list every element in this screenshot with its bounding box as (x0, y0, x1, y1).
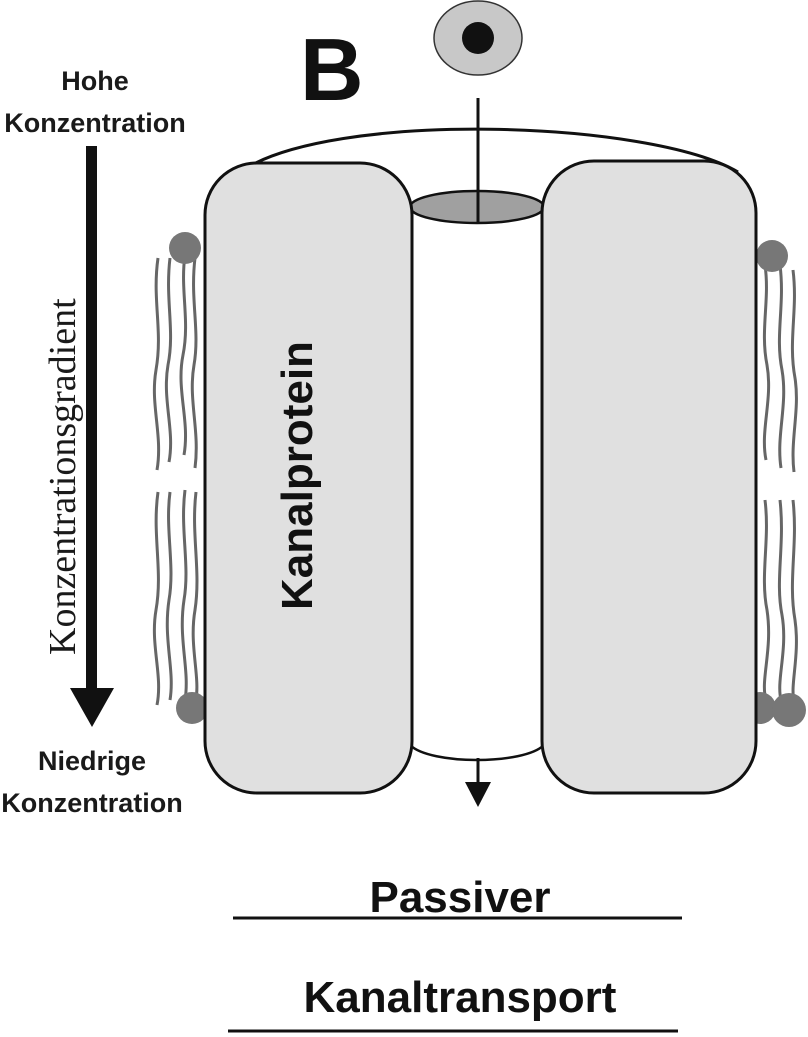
left-channel-protein (203, 161, 414, 795)
left-lipid-bilayer (152, 254, 199, 706)
lipid-head-icon (772, 693, 806, 727)
lipid-head-icon (756, 240, 788, 272)
molecule-icon (433, 0, 523, 76)
low-concentration-line1: Niedrige (38, 746, 146, 776)
caption-line1: Passiver (369, 873, 550, 922)
lipid-head-icon (169, 232, 201, 264)
exit-arrow-icon (465, 758, 491, 807)
gradient-axis-label: Konzentrationsgradient (42, 298, 84, 655)
panel-letter: B (300, 20, 364, 119)
caption-line2: Kanaltransport (304, 973, 617, 1022)
protein-label: Kanalprotein (273, 341, 322, 610)
lipid-head-icon (176, 692, 208, 724)
low-concentration-line2: Konzentration (1, 788, 183, 818)
protein-top-arc (239, 127, 739, 174)
high-concentration-line2: Konzentration (4, 108, 186, 138)
right-lipid-bilayer (762, 264, 798, 701)
channel-pore (408, 189, 546, 762)
gradient-arrow-icon (70, 146, 114, 727)
high-concentration-line1: Hohe (61, 66, 129, 96)
right-channel-protein (540, 159, 758, 795)
